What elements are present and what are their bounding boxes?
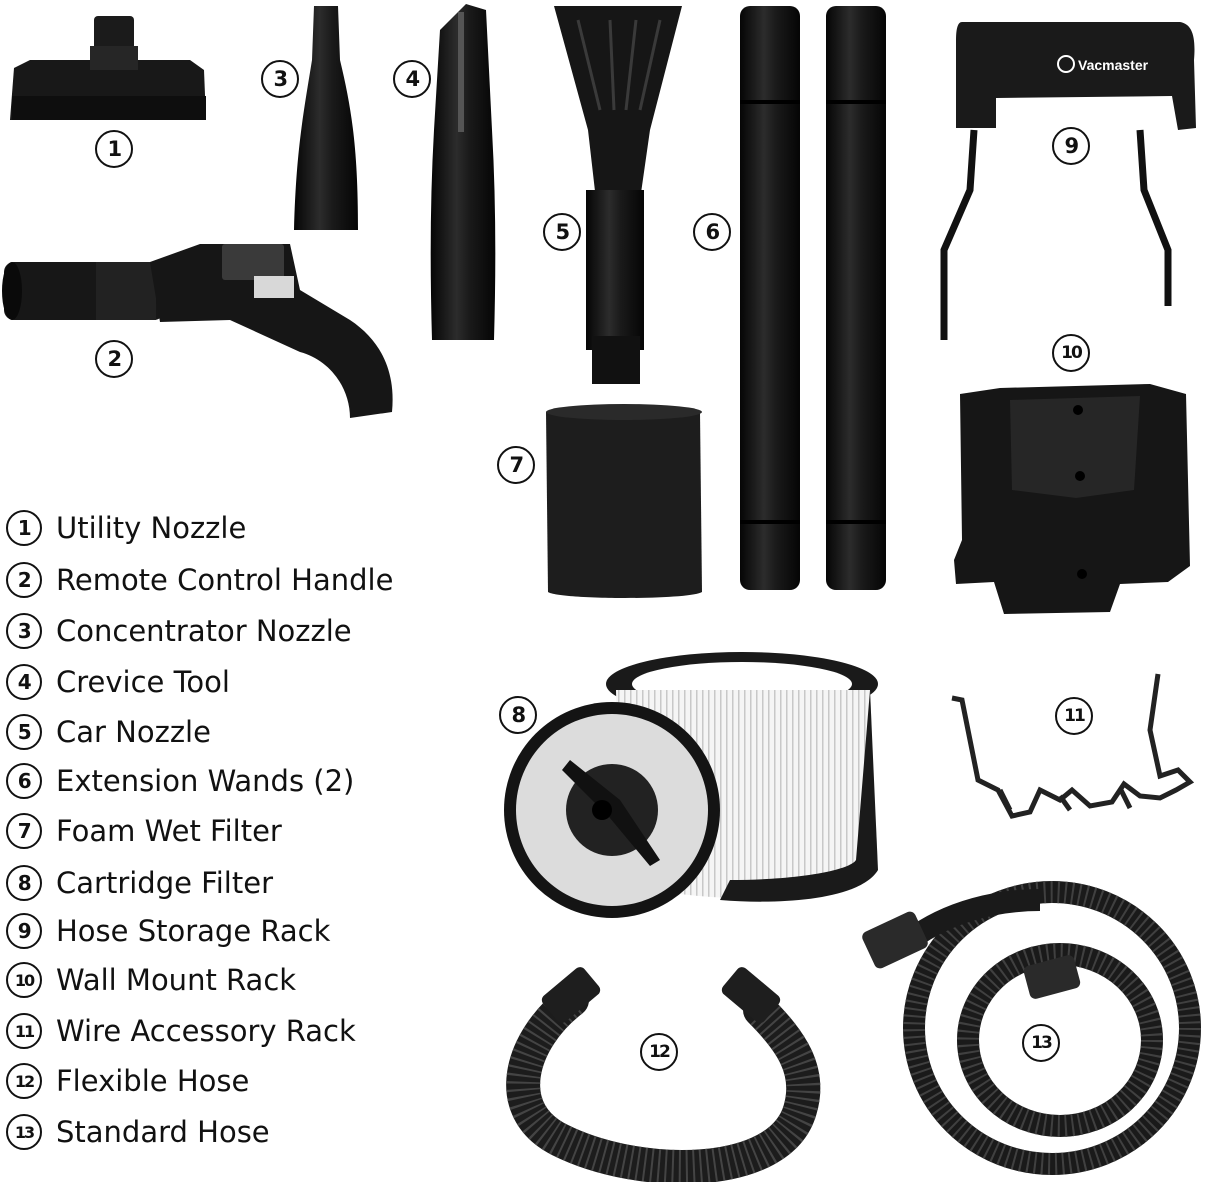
callout-2: 2 [95, 340, 133, 378]
legend-item-hose-storage-rack: 9 Hose Storage Rack [6, 909, 330, 953]
legend-item-foam-wet-filter: 7 Foam Wet Filter [6, 809, 282, 853]
legend-number: 10 [6, 962, 42, 998]
callout-3: 3 [261, 60, 299, 98]
legend-label: Remote Control Handle [56, 563, 394, 597]
legend-number: 13 [6, 1114, 42, 1150]
utility-nozzle-icon [10, 16, 206, 120]
legend-label: Foam Wet Filter [56, 814, 282, 848]
legend-item-standard-hose: 13 Standard Hose [6, 1110, 270, 1154]
legend-label: Crevice Tool [56, 665, 230, 699]
standard-hose-icon [862, 881, 1201, 1175]
legend-label: Standard Hose [56, 1115, 270, 1149]
legend-item-crevice-tool: 4 Crevice Tool [6, 660, 230, 704]
legend-label: Cartridge Filter [56, 866, 273, 900]
callout-6: 6 [693, 213, 731, 251]
legend-item-cartridge-filter: 8 Cartridge Filter [6, 861, 273, 905]
legend-item-wire-accessory-rack: 11 Wire Accessory Rack [6, 1009, 356, 1053]
legend-number: 11 [6, 1013, 42, 1049]
legend-item-extension-wands: 6 Extension Wands (2) [6, 759, 354, 803]
flexible-hose-icon [506, 967, 821, 1182]
legend-number: 3 [6, 613, 42, 649]
legend-number: 12 [6, 1063, 42, 1099]
cartridge-filter-icon [504, 652, 878, 918]
legend-label: Hose Storage Rack [56, 914, 331, 948]
brand-logo: Vacmaster [1078, 57, 1149, 73]
callout-4: 4 [393, 60, 431, 98]
legend-label: Flexible Hose [56, 1064, 250, 1098]
callout-1: 1 [95, 130, 133, 168]
legend-item-concentrator-nozzle: 3 Concentrator Nozzle [6, 609, 352, 653]
legend-label: Car Nozzle [56, 715, 211, 749]
legend-item-wall-mount-rack: 10 Wall Mount Rack [6, 958, 296, 1002]
legend-number: 9 [6, 913, 42, 949]
legend-number: 5 [6, 714, 42, 750]
crevice-tool-icon [430, 4, 496, 340]
legend-number: 1 [6, 510, 42, 546]
legend-number: 6 [6, 763, 42, 799]
hose-rack-icon: Vacmaster [940, 22, 1196, 340]
callout-5: 5 [543, 213, 581, 251]
wall-mount-icon [954, 384, 1190, 614]
legend-label: Utility Nozzle [56, 511, 247, 545]
legend-label: Concentrator Nozzle [56, 614, 352, 648]
extension-wand-icon [740, 6, 886, 590]
legend-number: 2 [6, 562, 42, 598]
legend-number: 8 [6, 865, 42, 901]
remote-handle-icon [2, 244, 393, 418]
callout-8: 8 [499, 696, 537, 734]
legend-number: 4 [6, 664, 42, 700]
legend-item-flexible-hose: 12 Flexible Hose [6, 1059, 249, 1103]
legend-label: Wall Mount Rack [56, 963, 297, 997]
legend-item-utility-nozzle: 1 Utility Nozzle [6, 506, 246, 550]
car-nozzle-icon [554, 6, 682, 384]
callout-13: 13 [1022, 1024, 1060, 1062]
callout-9: 9 [1052, 127, 1090, 165]
wire-rack-icon [951, 673, 1195, 819]
callout-12: 12 [640, 1033, 678, 1071]
legend-number: 7 [6, 813, 42, 849]
callout-11: 11 [1055, 697, 1093, 735]
legend-label: Extension Wands (2) [56, 764, 355, 798]
callout-7: 7 [497, 446, 535, 484]
legend-label: Wire Accessory Rack [56, 1014, 356, 1048]
legend-item-car-nozzle: 5 Car Nozzle [6, 710, 211, 754]
foam-filter-icon [546, 404, 702, 598]
concentrator-nozzle-icon [294, 6, 358, 230]
callout-10: 10 [1052, 334, 1090, 372]
legend-item-remote-control-handle: 2 Remote Control Handle [6, 558, 393, 602]
